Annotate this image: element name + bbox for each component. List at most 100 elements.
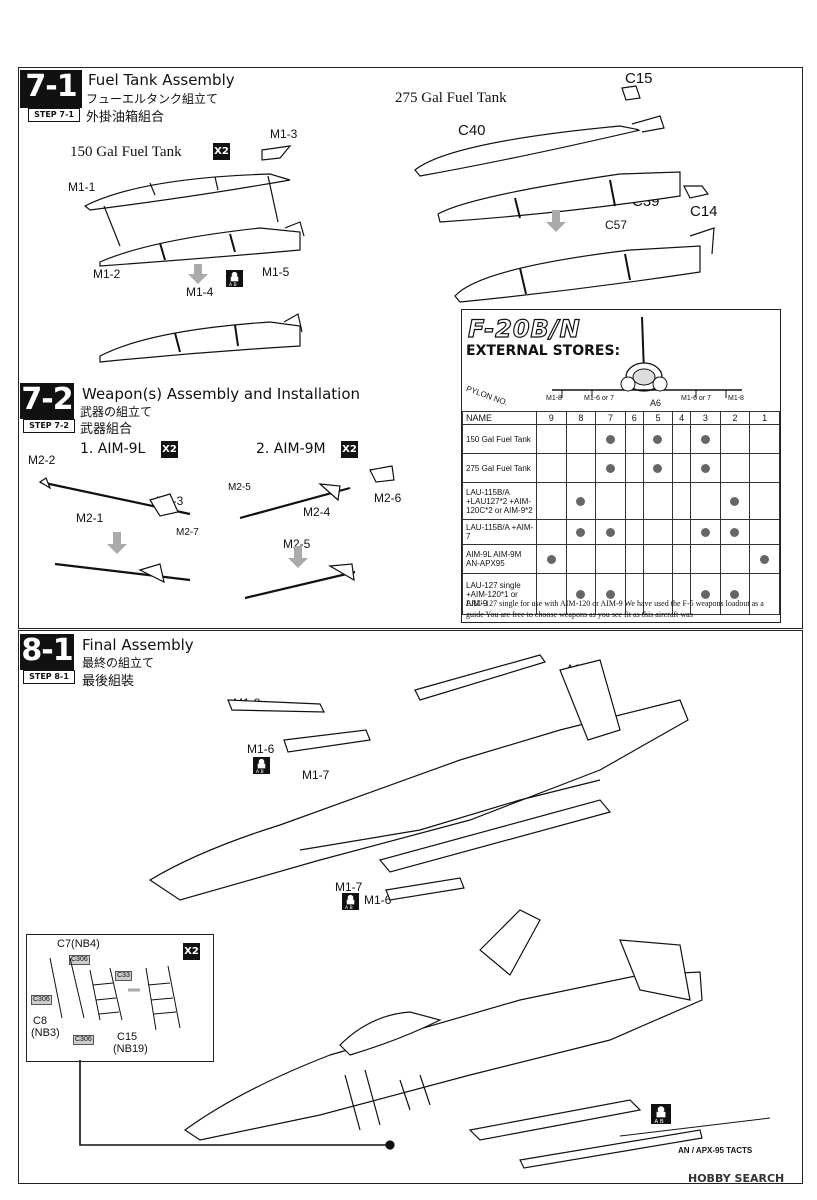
step-7-2-title: Weapon(s) Assembly and Installation — [82, 385, 360, 403]
store-available-dot — [606, 463, 616, 473]
lock-icon: A B — [651, 1104, 671, 1124]
stores-cell — [719, 482, 751, 520]
store-available-dot — [730, 589, 740, 599]
stores-cell — [595, 453, 626, 483]
lock-icon: A B — [226, 270, 243, 287]
tag-c306-a: C306 — [69, 955, 90, 965]
aircraft-front-view — [552, 316, 742, 398]
part-c15-inset: C15 — [117, 1031, 138, 1043]
store-available-dot — [606, 589, 616, 599]
part-m1-4: M1-4 — [186, 285, 214, 299]
part-m1-6-b: M1-6 — [364, 893, 392, 907]
svg-text:A B: A B — [256, 769, 264, 774]
stores-cell — [565, 453, 597, 483]
stores-row: LAU-127 single +AIM-120*1 or AIM-9 — [462, 573, 780, 615]
store-available-dot — [730, 496, 740, 506]
store-available-dot — [576, 496, 586, 506]
step-7-1-title-cn: 外掛油箱組合 — [86, 110, 165, 125]
diagram-label-m1-6-right: M1-6 or 7 — [681, 395, 711, 402]
stores-note: LAU-127 single for use with AIM-120 or A… — [466, 599, 764, 619]
stores-cell — [642, 573, 674, 615]
tag-c306-b: C306 — [31, 995, 52, 1005]
stores-cell — [719, 424, 751, 454]
part-c40: C40 — [458, 122, 486, 139]
stores-row-name: LAU-127 single +AIM-120*1 or AIM-9 — [462, 573, 537, 615]
step-8-1-tag: STEP 8-1 — [23, 670, 75, 684]
aim9m-qty: X2 — [341, 441, 358, 458]
step-8-1-title: Final Assembly — [82, 636, 194, 654]
part-c15: C15 — [625, 70, 653, 87]
store-available-dot — [606, 527, 616, 537]
stores-cell — [749, 544, 780, 574]
stores-cell — [749, 519, 780, 545]
part-m1-5: M1-5 — [262, 265, 290, 279]
store-available-dot — [700, 463, 710, 473]
stores-row: AIM-9L AIM-9M AN-APX95 — [462, 544, 780, 574]
stores-cell — [749, 573, 780, 615]
aircraft-logo: F-20B/N — [467, 314, 581, 343]
step-8-1-number: 8-1 — [20, 633, 74, 670]
stores-cell — [642, 424, 674, 454]
store-available-dot — [760, 554, 770, 564]
part-m2-2: M2-2 — [28, 453, 56, 467]
part-m2-7: M2-7 — [176, 527, 199, 538]
step-8-1-title-jp: 最終の組立て — [82, 656, 155, 670]
part-m1-2: M1-2 — [93, 267, 121, 281]
part-m2-5-b: M2-5 — [283, 537, 311, 551]
stores-cell — [595, 544, 626, 574]
tank-275-label: 275 Gal Fuel Tank — [395, 90, 507, 106]
ladder-qty: X2 — [183, 943, 200, 960]
step-7-1-title: Fuel Tank Assembly — [88, 71, 235, 89]
stores-row-name: 150 Gal Fuel Tank — [462, 424, 537, 454]
part-m2-6: M2-6 — [374, 491, 402, 505]
store-available-dot — [700, 434, 710, 444]
store-available-dot — [730, 527, 740, 537]
stores-cell — [690, 573, 721, 615]
part-c8: C8 — [33, 1015, 48, 1027]
part-m1-3: M1-3 — [270, 127, 298, 141]
tag-c33: C33 — [115, 971, 132, 981]
lock-icon: A B — [342, 893, 359, 910]
part-m1-1: M1-1 — [68, 180, 96, 194]
part-nb19: (NB19) — [113, 1043, 148, 1055]
stores-cell — [690, 453, 721, 483]
diagram-label-a6: A6 — [650, 398, 662, 408]
step-7-2-title-cn: 武器組合 — [80, 422, 133, 437]
tank-150-qty: X2 — [213, 143, 230, 160]
stores-cell — [624, 573, 644, 615]
stores-cell — [749, 424, 780, 454]
part-c57: C57 — [605, 218, 628, 232]
part-m2-1: M2-1 — [76, 511, 104, 525]
ladder-inset: C7(NB4) X2 C306 C306 C33 C8 (NB3) C306 C… — [26, 934, 214, 1062]
step-7-1-number: 7-1 — [20, 70, 82, 108]
part-m2-4: M2-4 — [303, 505, 331, 519]
stores-cell — [565, 482, 597, 520]
tag-c306-c: C306 — [73, 1035, 94, 1045]
diagram-label-m1-8-right: M1-8 — [728, 395, 744, 402]
step-7-2-title-jp: 武器の組立て — [80, 405, 153, 419]
stores-cell — [690, 424, 721, 454]
step-7-2-number: 7-2 — [20, 382, 74, 419]
stores-cell — [719, 544, 751, 574]
part-m1-6-a: M1-6 — [247, 742, 275, 756]
store-available-dot — [653, 463, 663, 473]
hobby-search-watermark: HOBBY SEARCH — [688, 1172, 785, 1185]
store-available-dot — [700, 589, 710, 599]
diagram-label-m1-6-left: M1-6 or 7 — [584, 395, 614, 402]
part-c7: C7(NB4) — [57, 938, 100, 950]
diagram-label-m1-8-left: M1-8 — [546, 395, 562, 402]
tank-150-label: 150 Gal Fuel Tank — [70, 144, 182, 160]
section-7-frame — [18, 67, 803, 629]
stores-cell — [642, 519, 674, 545]
store-available-dot — [546, 554, 556, 564]
external-stores-chart: F-20B/N EXTERNAL STORES: M1-8 M1-6 or 7 … — [461, 309, 781, 623]
part-m1-7-a: M1-7 — [302, 768, 330, 782]
svg-text:A B: A B — [654, 1119, 664, 1124]
aim9l-label: 1. AIM-9L — [80, 441, 146, 457]
part-nb3: (NB3) — [31, 1027, 60, 1039]
step-7-2-tag: STEP 7-2 — [23, 419, 75, 433]
part-m2-5-a: M2-5 — [228, 482, 251, 493]
apx-95-label: AN / APX-95 TACTS — [678, 1146, 753, 1155]
step-7-1-tag: STEP 7-1 — [28, 108, 80, 122]
